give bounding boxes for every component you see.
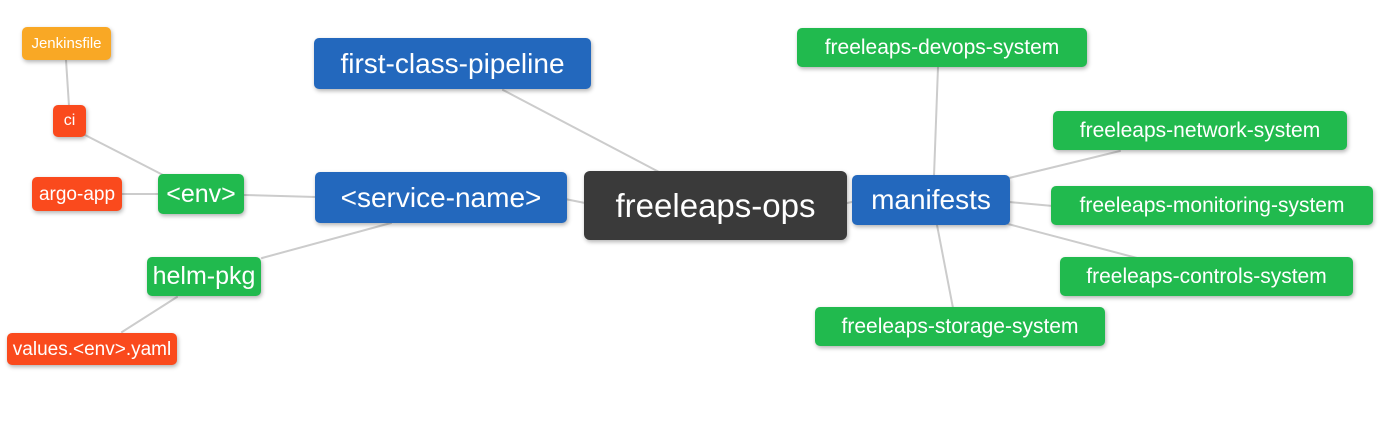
node-manifests[interactable]: manifests	[852, 175, 1010, 225]
node-ci[interactable]: ci	[53, 105, 86, 137]
node-service-name[interactable]: <service-name>	[315, 172, 567, 223]
node-freeleaps-network-system[interactable]: freeleaps-network-system	[1053, 111, 1347, 150]
edge-manifests-controls	[1007, 223, 1138, 259]
edge-values-helm-pkg	[121, 296, 178, 333]
node-freeleaps-ops-root[interactable]: freeleaps-ops	[584, 171, 847, 240]
node-freeleaps-controls-system[interactable]: freeleaps-controls-system	[1060, 257, 1353, 296]
node-freeleaps-monitoring-system[interactable]: freeleaps-monitoring-system	[1051, 186, 1373, 225]
edge-manifests-network	[1008, 150, 1121, 179]
node-argo-app[interactable]: argo-app	[32, 177, 122, 211]
node-freeleaps-devops-system[interactable]: freeleaps-devops-system	[797, 28, 1087, 67]
node-freeleaps-storage-system[interactable]: freeleaps-storage-system	[815, 307, 1105, 346]
node-helm-pkg[interactable]: helm-pkg	[147, 257, 261, 296]
edge-pipeline-root	[502, 89, 660, 173]
edge-jenkinsfile-ci	[65, 59, 70, 107]
edge-env-service-name	[243, 194, 317, 198]
edge-manifests-monitoring	[1008, 201, 1054, 207]
node-values-env-yaml[interactable]: values.<env>.yaml	[7, 333, 177, 365]
node-jenkinsfile[interactable]: Jenkinsfile	[22, 27, 111, 60]
edge-ci-env	[84, 134, 164, 176]
edge-manifests-storage	[936, 224, 954, 309]
node-first-class-pipeline[interactable]: first-class-pipeline	[314, 38, 591, 89]
edge-helm-pkg-service-name	[261, 222, 392, 259]
node-env[interactable]: <env>	[158, 174, 244, 214]
edge-devops-manifests	[933, 66, 939, 177]
